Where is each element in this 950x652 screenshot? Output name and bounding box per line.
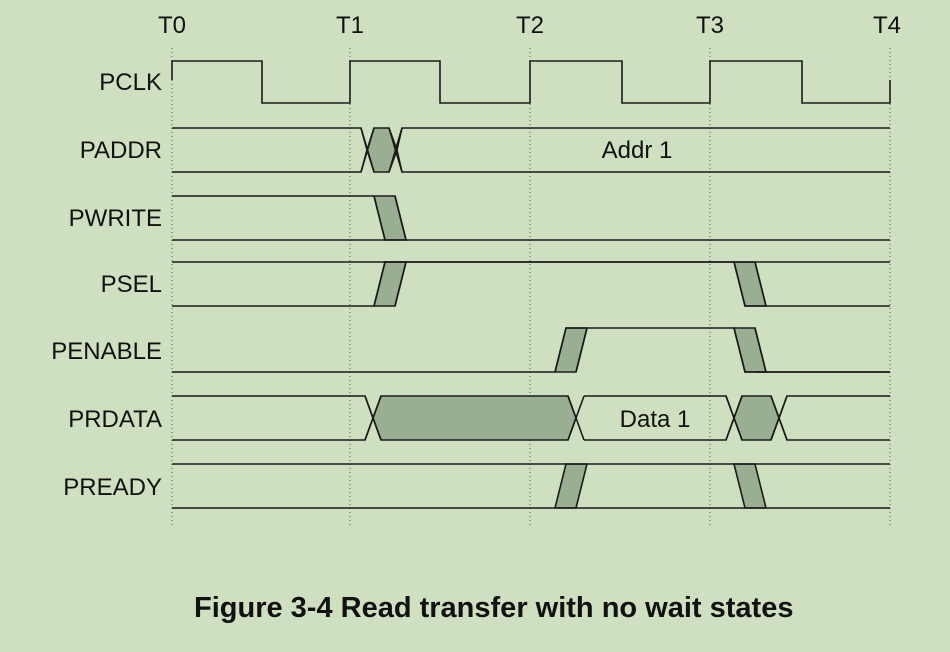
- signal-label-penable: PENABLE: [51, 338, 162, 365]
- prdata-waveform: [172, 395, 890, 441]
- signal-label-psel: PSEL: [101, 271, 162, 298]
- pwrite-line-edge: [394, 195, 407, 241]
- prdata-invalid-region: [372, 395, 577, 441]
- signal-labels: PCLK PADDR PWRITE PSEL PENABLE PRDATA PR…: [51, 69, 162, 501]
- paddr-bus-after: [396, 127, 890, 173]
- signal-label-pclk: PCLK: [99, 69, 162, 96]
- time-label-t2: T2: [516, 12, 544, 39]
- paddr-waveform: [172, 127, 890, 173]
- psel-line: [172, 261, 890, 307]
- paddr-value-label: Addr 1: [602, 137, 673, 164]
- pwrite-line-high: [172, 195, 890, 241]
- prdata-bus-before: [172, 395, 374, 441]
- psel-edge-b: [754, 261, 767, 307]
- penable-edge-b: [754, 327, 767, 373]
- penable-waveform: [172, 327, 890, 373]
- time-label-t4: T4: [873, 12, 901, 39]
- paddr-cross-b: [360, 127, 375, 173]
- psel-edge-a: [394, 261, 407, 307]
- bus-value-labels: Addr 1 Data 1: [602, 137, 691, 433]
- signal-label-prdata: PRDATA: [68, 406, 162, 433]
- prdata-end-transition: [733, 395, 780, 441]
- prdata-bus-after: [778, 395, 890, 441]
- time-label-t0: T0: [158, 12, 186, 39]
- timing-diagram: T0 T1 T2 T3 T4 PCLK PADDR PWRITE PSEL PE…: [51, 12, 901, 528]
- signal-label-pwrite: PWRITE: [69, 205, 162, 232]
- signal-label-paddr: PADDR: [80, 137, 162, 164]
- time-label-t3: T3: [696, 12, 724, 39]
- paddr-bus-before: [172, 127, 368, 173]
- prdata-cross-d: [567, 395, 585, 441]
- time-gridlines: [171, 48, 891, 528]
- pclk-waveform: [171, 60, 891, 104]
- pready-fall-transition: [732, 463, 768, 509]
- paddr-cross-d: [388, 127, 403, 173]
- prdata-value-label: Data 1: [620, 406, 691, 433]
- pready-waveform: [172, 463, 890, 509]
- penable-edge-a: [575, 327, 588, 373]
- figure-caption: Figure 3-4 Read transfer with no wait st…: [194, 592, 794, 624]
- penable-line: [172, 327, 890, 373]
- prdata-cross-b: [364, 395, 382, 441]
- signal-label-pready: PREADY: [63, 474, 162, 501]
- time-labels: T0 T1 T2 T3 T4: [158, 12, 901, 39]
- time-label-t1: T1: [336, 12, 364, 39]
- pwrite-waveform: [172, 195, 890, 241]
- pready-rise-transition: [553, 463, 589, 509]
- psel-waveform: [172, 261, 890, 307]
- prdata-cross-f: [725, 395, 743, 441]
